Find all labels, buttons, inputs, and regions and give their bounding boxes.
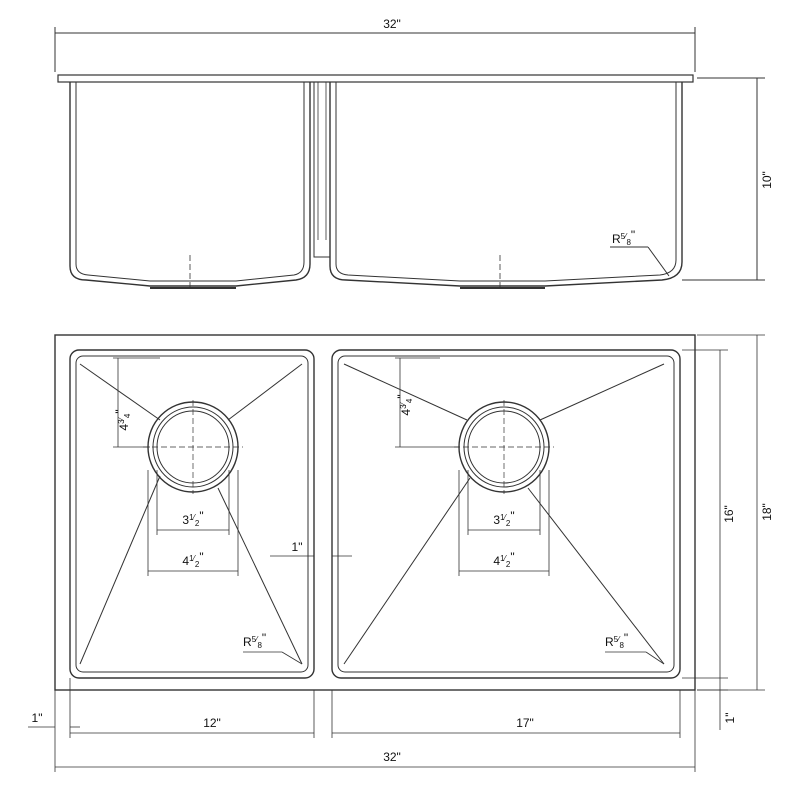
divider-width-dim: 1" [270, 540, 352, 557]
svg-text:1": 1" [32, 711, 43, 725]
svg-text:12": 12" [203, 716, 221, 730]
rim-left-dim: 1" [28, 711, 80, 728]
svg-text:R5⁄8": R5⁄8" [605, 631, 628, 650]
top-right-bowl [331, 349, 681, 679]
left-drain-width-dims: 31⁄2" 41⁄2" [147, 470, 239, 576]
left-radius-callout: R5⁄8" [243, 631, 303, 665]
overall-depth-dim: 18" [697, 334, 774, 691]
svg-text:31⁄2": 31⁄2" [493, 509, 514, 528]
top-outer-rim [54, 334, 696, 691]
side-depth-dimension: 10" [682, 77, 774, 281]
svg-text:43⁄4": 43⁄4" [395, 394, 414, 415]
side-width-label: 32" [383, 17, 401, 31]
side-width-dimension: 32" [54, 17, 696, 72]
side-view: 32" 10" R5⁄8" [54, 17, 774, 290]
svg-text:18": 18" [760, 503, 774, 521]
right-bowl-width-dim: 17" [332, 716, 680, 734]
svg-text:31⁄2": 31⁄2" [182, 509, 203, 528]
right-drain-width-dims: 31⁄2" 41⁄2" [458, 470, 550, 576]
side-right-bowl [329, 82, 683, 287]
left-bowl-width-dim: 12" [70, 716, 314, 734]
left-drain-offset-dim: 43⁄4" [113, 357, 160, 448]
side-divider [313, 81, 331, 258]
svg-text:1": 1" [723, 713, 737, 724]
rim-bottom-dim: 1" [697, 678, 737, 730]
right-radius-callout: R5⁄8" [605, 631, 665, 665]
svg-text:1": 1" [292, 540, 303, 554]
side-depth-label: 10" [760, 171, 774, 189]
side-left-bowl [69, 82, 311, 287]
svg-text:17": 17" [516, 716, 534, 730]
svg-text:R5⁄8": R5⁄8" [243, 631, 266, 650]
svg-text:43⁄4": 43⁄4" [113, 409, 132, 430]
top-view: 43⁄4" 31⁄2" 41⁄2" R5⁄8" 1" [28, 334, 774, 772]
svg-text:41⁄2": 41⁄2" [182, 550, 203, 569]
svg-text:16": 16" [722, 505, 736, 523]
bowl-depth-dim: 16" [682, 349, 736, 679]
svg-text:41⁄2": 41⁄2" [493, 550, 514, 569]
top-overall-width-dim: 32" [55, 750, 695, 768]
top-left-bowl [69, 349, 315, 679]
side-radius-callout: R5⁄8" [610, 228, 670, 277]
right-drain-offset-dim: 43⁄4" [395, 357, 460, 448]
svg-text:R5⁄8": R5⁄8" [612, 228, 635, 247]
svg-text:32": 32" [383, 750, 401, 764]
side-flange [57, 74, 694, 83]
